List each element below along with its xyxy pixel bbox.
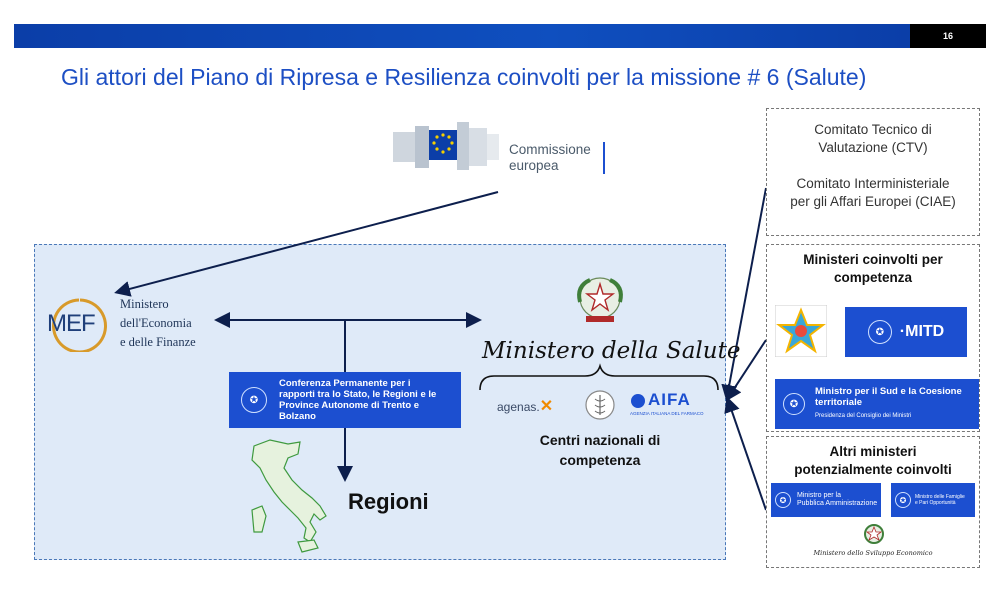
- arrow-ec-to-mef: [114, 191, 499, 297]
- conferenza-line1: Conferenza Permanente per i: [279, 378, 411, 389]
- mef-logo-text: MEF: [47, 310, 96, 337]
- arrow-altri: [724, 396, 767, 511]
- pa-banner: ✪ Ministro per la Pubblica Amministrazio…: [771, 483, 881, 517]
- ministeri-title-line1: Ministeri coinvolti per: [803, 252, 943, 267]
- ctv-ciae-box: Comitato Tecnico di Valutazione (CTV) Co…: [766, 108, 980, 236]
- pa-line2: Pubblica Amministrazione: [797, 500, 878, 507]
- repubblica-emblem-icon: ✪: [241, 387, 267, 413]
- arrow-ministeri: [725, 339, 767, 402]
- mef-line3: e delle Finanze: [120, 335, 196, 349]
- sud-coesione-banner: ✪ Ministro per il Sud e la Coesione terr…: [775, 379, 979, 429]
- ministeri-competenza-box: Ministeri coinvolti per competenza ✪ ·MI…: [766, 244, 980, 432]
- agenas-text: agenas.: [497, 400, 540, 414]
- commissione-europea-logo: Commissione europea: [391, 118, 613, 176]
- conferenza-banner: ✪ Conferenza Permanente per i rapporti t…: [229, 372, 461, 428]
- slide-title: Gli attori del Piano di Ripresa e Resili…: [61, 64, 867, 90]
- agenas-logo: agenas.✕: [497, 396, 553, 416]
- ministero-salute-title: Ministero della Salute: [482, 338, 741, 364]
- sud-line1: Ministro per il Sud e la Coesione: [815, 386, 962, 397]
- italy-map-icon: [251, 439, 327, 553]
- repubblica-italiana-emblem-icon: [577, 277, 623, 322]
- mef-logo: MEF Ministero dell'Economia e delle Fina…: [44, 296, 224, 352]
- conferenza-line4: Bolzano: [279, 411, 316, 422]
- mise-emblem-icon: [864, 524, 884, 544]
- mitd-emblem-icon: ✪: [867, 320, 892, 344]
- ec-building-icon: [393, 122, 499, 170]
- aifa-logo: AIFA AGENZIA ITALIANA DEL FARMACO: [630, 390, 704, 422]
- mitd-banner: ✪ ·MITD: [845, 307, 967, 357]
- centri-line2: competenza: [559, 452, 641, 468]
- ciae-line2: per gli Affari Europei (CIAE): [790, 194, 956, 209]
- centri-brace: [479, 363, 719, 391]
- ciae-line1: Comitato Interministeriale: [796, 176, 950, 191]
- pa-line1: Ministro per la: [797, 491, 841, 499]
- ec-line2: europea: [509, 158, 559, 173]
- altri-title-line2: potenzialmente coinvolti: [794, 462, 952, 477]
- altri-ministeri-box: Altri ministeri potenzialmente coinvolti…: [766, 436, 980, 568]
- arrow-ctv: [721, 187, 767, 401]
- conferenza-line2: rapporti tra lo Stato, le Regioni e le: [279, 389, 437, 400]
- ec-separator: [603, 142, 605, 174]
- famiglia-emblem-icon: ✪: [895, 492, 911, 508]
- aifa-sub: AGENZIA ITALIANA DEL FARMACO: [630, 411, 704, 416]
- pa-emblem-icon: ✪: [775, 492, 791, 508]
- regioni-label: Regioni: [348, 489, 429, 514]
- mise-label: Ministero dello Sviluppo Economico: [813, 549, 933, 557]
- centri-line1: Centri nazionali di: [539, 432, 661, 448]
- ctv-line2: Valutazione (CTV): [818, 140, 928, 155]
- ctv-line1: Comitato Tecnico di: [814, 122, 932, 137]
- header-bar: [14, 24, 910, 48]
- sud-line2: territoriale: [815, 397, 862, 408]
- conferenza-line3: Province Autonome di Trento e: [279, 400, 420, 411]
- ec-line1: Commissione: [509, 142, 591, 157]
- fam-line2: e Pari Opportunità: [915, 500, 956, 506]
- turismo-star-logo-icon: [775, 305, 827, 357]
- page-number: 16: [910, 24, 986, 48]
- iss-seal-icon: [585, 390, 615, 420]
- mef-line1: Ministero: [120, 297, 169, 311]
- aifa-text: AIFA: [648, 390, 691, 409]
- mef-arc-icon: [52, 298, 107, 352]
- altri-title-line1: Altri ministeri: [829, 444, 917, 459]
- agenas-x-icon: ✕: [539, 398, 554, 415]
- sud-sub: Presidenza del Consiglio dei Ministri: [815, 413, 912, 419]
- aifa-emblem-icon: [631, 394, 645, 408]
- centri-label: Centri nazionali di competenza: [510, 430, 690, 470]
- ministeri-title-line2: competenza: [833, 270, 913, 285]
- famiglia-banner: ✪ Ministro delle Famiglie e Pari Opportu…: [891, 483, 975, 517]
- mef-line2: dell'Economia: [120, 316, 192, 330]
- fam-line1: Ministro delle Famiglie: [915, 493, 965, 500]
- mitd-label: ·MITD: [899, 323, 945, 340]
- sud-emblem-icon: ✪: [783, 393, 805, 415]
